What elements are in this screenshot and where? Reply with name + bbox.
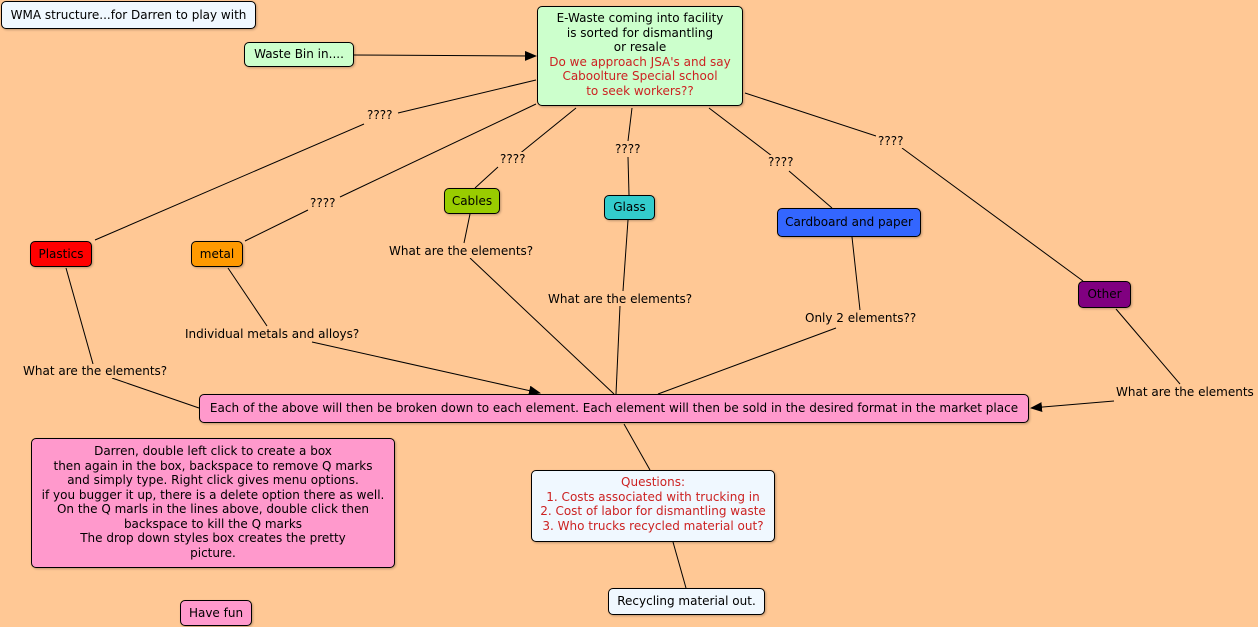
question-item-2: 2. Cost of labor for dismantling waste (540, 504, 766, 518)
instruction-line-3: and simply type. Right click gives menu … (67, 473, 359, 487)
edge-cardboard-breakdown (657, 327, 837, 395)
edge-plastics-elements (65, 267, 94, 365)
edge-metal-elements (227, 267, 268, 327)
edge-center-glass-a (627, 107, 633, 142)
instructions-node[interactable]: Darren, double left click to create a bo… (31, 438, 395, 568)
element-label-cables[interactable]: What are the elements? (387, 244, 536, 258)
link-label-plastics[interactable]: ???? (365, 108, 395, 122)
question-item-1: 1. Costs associated with trucking in (546, 489, 760, 504)
breakdown-node[interactable]: Each of the above will then be broken do… (199, 394, 1029, 423)
edge-cables-breakdown (469, 257, 615, 395)
center-line-2: is sorted for dismantling (566, 25, 714, 40)
cardboard-node[interactable]: Cardboard and paper (777, 208, 921, 237)
edge-glass-elements (622, 219, 629, 292)
title-box-text: WMA structure...for Darren to play with (10, 8, 247, 22)
edge-center-cables-b (474, 166, 499, 189)
edge-questions-recycling (672, 541, 687, 589)
have-fun-text: Have fun (188, 606, 244, 620)
breakdown-text: Each of the above will then be broken do… (209, 401, 1019, 415)
instruction-line-8: picture. (190, 545, 236, 560)
other-text: Other (1087, 287, 1122, 301)
edge-plastics-breakdown (111, 377, 200, 409)
edge-glass-breakdown (615, 305, 621, 395)
edge-other-elements (1115, 308, 1181, 385)
instruction-line-7: The drop down styles box creates the pre… (80, 531, 346, 545)
element-label-glass[interactable]: What are the elements? (546, 292, 695, 306)
have-fun-node[interactable]: Have fun (180, 600, 252, 626)
instruction-line-5: On the Q marls in the lines above, doubl… (56, 502, 370, 516)
element-label-metal[interactable]: Individual metals and alloys? (183, 327, 362, 341)
metal-node[interactable]: metal (191, 241, 243, 267)
edge-center-other-b (901, 147, 1084, 282)
edge-center-plastics-a (397, 79, 537, 114)
instruction-line-2: then again in the box, backspace to remo… (53, 458, 373, 473)
link-label-other[interactable]: ???? (876, 134, 906, 148)
edge-center-metal-b (244, 209, 309, 242)
edge-wastebin-center (351, 50, 537, 61)
center-red-line-2: Caboolture Special school (562, 69, 718, 83)
plastics-node[interactable]: Plastics (30, 241, 92, 267)
edge-breakdown-questions (623, 423, 651, 471)
glass-text: Glass (613, 200, 646, 214)
edge-center-metal-a (339, 103, 537, 198)
edge-center-glass-b (627, 156, 630, 196)
link-label-metal[interactable]: ???? (308, 196, 338, 210)
cardboard-text: Cardboard and paper (785, 215, 913, 229)
edge-cables-elements (463, 213, 471, 244)
plastics-text: Plastics (38, 247, 84, 261)
edge-other-breakdown (1030, 400, 1115, 413)
instruction-line-4: if you bugger it up, there is a delete o… (41, 487, 385, 502)
edge-metal-breakdown (311, 341, 541, 396)
center-red-line-3: to seek workers?? (586, 83, 694, 98)
title-box[interactable]: WMA structure...for Darren to play with (1, 1, 256, 29)
waste-bin-text: Waste Bin in.... (254, 47, 344, 61)
element-label-cardboard[interactable]: Only 2 elements?? (803, 311, 919, 325)
center-line-1: E-Waste coming into facility (556, 11, 724, 25)
center-line-3: or resale (613, 40, 667, 54)
metal-text: metal (199, 247, 235, 261)
edge-center-plastics-b (94, 123, 365, 241)
cables-text: Cables (451, 194, 493, 208)
questions-node[interactable]: Questions: 1. Costs associated with truc… (531, 470, 775, 542)
edge-center-cables-a (517, 107, 577, 156)
questions-heading: Questions: (621, 475, 685, 489)
edge-cardboard-elements (851, 236, 861, 311)
center-red-line-1: Do we approach JSA's and say (549, 54, 731, 69)
instruction-line-1: Darren, double left click to create a bo… (94, 444, 332, 458)
recycling-node[interactable]: Recycling material out. (608, 588, 765, 615)
instruction-line-6: backspace to kill the Q marks (123, 516, 303, 531)
link-label-cables[interactable]: ???? (498, 152, 528, 166)
edge-center-cardboard-b (788, 170, 833, 209)
element-label-plastics[interactable]: What are the elements? (21, 364, 170, 378)
element-label-other[interactable]: What are the elements (1114, 385, 1256, 399)
glass-node[interactable]: Glass (604, 195, 655, 220)
link-label-glass[interactable]: ???? (613, 142, 643, 156)
edge-center-other-a (744, 92, 877, 137)
edge-center-cardboard-a (708, 107, 773, 157)
waste-bin-node[interactable]: Waste Bin in.... (244, 42, 354, 67)
other-node[interactable]: Other (1078, 281, 1131, 308)
question-item-3: 3. Who trucks recycled material out? (542, 518, 764, 533)
link-label-cardboard[interactable]: ???? (766, 155, 796, 169)
cables-node[interactable]: Cables (444, 188, 500, 214)
recycling-text: Recycling material out. (617, 594, 756, 608)
center-node[interactable]: E-Waste coming into facility is sorted f… (537, 6, 743, 106)
